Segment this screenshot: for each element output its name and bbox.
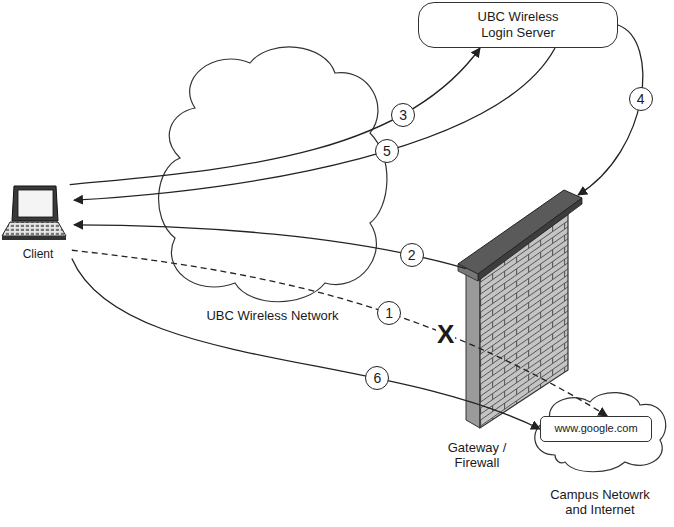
web-server-box: www.google.com bbox=[540, 416, 652, 442]
connector bbox=[72, 250, 607, 416]
callout-number: 2 bbox=[408, 247, 416, 263]
client-laptop: Client bbox=[2, 183, 74, 265]
campus-internet-cloud: Campus Netowrk and Internet www.google.co… bbox=[528, 392, 672, 522]
network-cloud bbox=[159, 47, 387, 302]
callout-circle: 6 bbox=[365, 366, 389, 390]
callout-circle: 4 bbox=[629, 87, 653, 111]
laptop-icon bbox=[2, 186, 66, 240]
connector bbox=[578, 25, 643, 195]
node-text: www.google.com bbox=[554, 422, 637, 435]
node-text: Client bbox=[23, 247, 54, 261]
firewall-wall bbox=[458, 190, 582, 428]
callout-number: 3 bbox=[399, 107, 407, 123]
callout-number: 5 bbox=[383, 143, 391, 159]
wireless-network-cloud: UBC Wireless Network bbox=[155, 38, 390, 328]
callout-number: 4 bbox=[637, 91, 645, 107]
login-server-box: UBC Wireless Login Server bbox=[418, 2, 618, 48]
node-text: UBC Wireless Network bbox=[206, 308, 338, 324]
callout-circle: 5 bbox=[375, 139, 399, 163]
connector bbox=[70, 48, 480, 185]
callout-number: 6 bbox=[374, 370, 382, 386]
node-text: Gateway / Firewall bbox=[438, 440, 516, 471]
node-text: Campus Netowrk and Internet bbox=[544, 487, 656, 518]
connector bbox=[74, 48, 555, 200]
callout-number: 1 bbox=[385, 305, 393, 321]
connector bbox=[72, 258, 540, 429]
connector bbox=[74, 225, 466, 269]
node-text: UBC Wireless Login Server bbox=[468, 9, 568, 40]
internet-cloud-outline bbox=[535, 393, 666, 472]
callout-circle: 3 bbox=[391, 103, 415, 127]
callout-circle: 1 bbox=[377, 301, 401, 325]
blocked-mark: X bbox=[436, 321, 455, 347]
callout-circle: 2 bbox=[400, 243, 424, 267]
